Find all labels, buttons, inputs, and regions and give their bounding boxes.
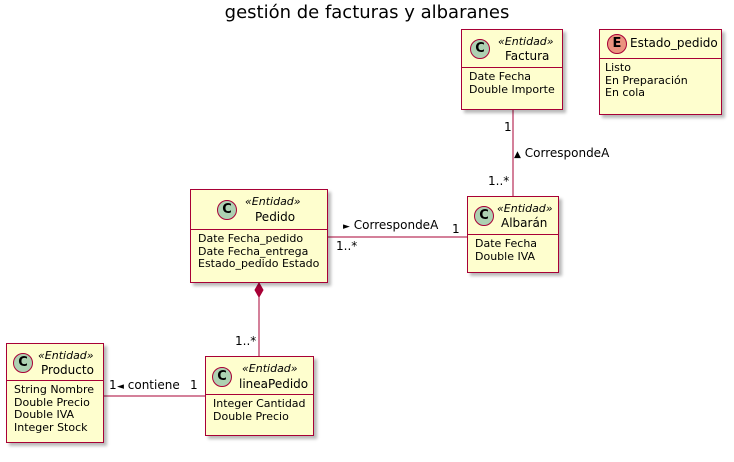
association-label: ▲ CorrespondeA: [514, 146, 609, 162]
class-pedido[interactable]: C «Entidad» Pedido Date Fecha_pedido Dat…: [190, 189, 328, 283]
association-label: ► CorrespondeA: [343, 218, 438, 234]
attribute: Double IVA: [475, 249, 536, 263]
multiplicity-label: 1..*: [488, 174, 510, 188]
attribute: Double Importe: [469, 82, 555, 96]
stereotype-label: «Entidad»: [245, 195, 301, 208]
association-name: contiene: [127, 378, 180, 392]
class-badge-icon: C: [474, 206, 494, 226]
enum-badge-icon: E: [607, 34, 627, 54]
attribute: String Nombre: [14, 383, 95, 396]
attribute: Date Fecha: [475, 237, 538, 250]
attribute: Double Precio: [14, 395, 90, 409]
direction-arrow-icon: ▲: [514, 150, 521, 160]
stereotype-label: «Entidad»: [242, 362, 298, 375]
multiplicity-label: 1: [452, 222, 460, 236]
enum-name: Estado_pedido: [630, 36, 718, 50]
class-name: lineaPedido: [239, 377, 309, 391]
class-name: Factura: [505, 49, 550, 63]
multiplicity-label: 1: [109, 378, 117, 392]
class-albaran[interactable]: C «Entidad» Albarán Date Fecha Double IV…: [467, 196, 559, 273]
multiplicity-label: 1: [190, 378, 198, 392]
enum-value: Listo: [605, 61, 631, 74]
direction-arrow-icon: ◄: [117, 382, 124, 392]
association-name: CorrespondeA: [524, 146, 610, 160]
class-factura[interactable]: C «Entidad» Factura Date Fecha Double Im…: [461, 29, 563, 110]
stereotype-label: «Entidad»: [497, 202, 553, 215]
multiplicity-label: 1..*: [336, 239, 358, 253]
attribute: Date Fecha: [469, 70, 532, 83]
class-name: Producto: [41, 363, 94, 377]
attribute: Integer Stock: [14, 420, 88, 434]
diagram-title: gestión de facturas y albaranes: [224, 2, 510, 23]
association-label: ◄ contiene: [117, 378, 180, 394]
attribute: Date Fecha_pedido: [198, 232, 304, 245]
class-name: Pedido: [255, 210, 296, 224]
class-producto[interactable]: C «Entidad» Producto String Nombre Doubl…: [6, 343, 104, 443]
enum-value: En cola: [605, 86, 645, 99]
composition-diamond: [254, 281, 264, 299]
attribute: Estado_pedido Estado: [198, 257, 320, 270]
class-badge-icon: C: [470, 39, 490, 59]
class-badge-icon: C: [212, 367, 232, 387]
association-name: CorrespondeA: [353, 218, 439, 232]
enum-estado-pedido[interactable]: E Estado_pedido Listo En Preparación En …: [599, 29, 722, 115]
attribute: Double Precio: [213, 409, 289, 423]
class-badge-icon: C: [13, 353, 33, 373]
direction-arrow-icon: ►: [343, 222, 350, 232]
stereotype-label: «Entidad»: [38, 349, 94, 362]
enum-value: En Preparación: [605, 73, 688, 87]
multiplicity-label: 1..*: [235, 334, 257, 348]
stereotype-label: «Entidad»: [498, 35, 554, 48]
class-linea-pedido[interactable]: C «Entidad» lineaPedido Integer Cantidad…: [205, 356, 314, 436]
attribute: Double IVA: [14, 408, 75, 421]
class-badge-icon: C: [217, 200, 237, 220]
attribute: Integer Cantidad: [213, 397, 306, 410]
multiplicity-label: 1: [504, 120, 512, 134]
class-name: Albarán: [501, 216, 548, 230]
attribute: Date Fecha_entrega: [198, 244, 309, 258]
